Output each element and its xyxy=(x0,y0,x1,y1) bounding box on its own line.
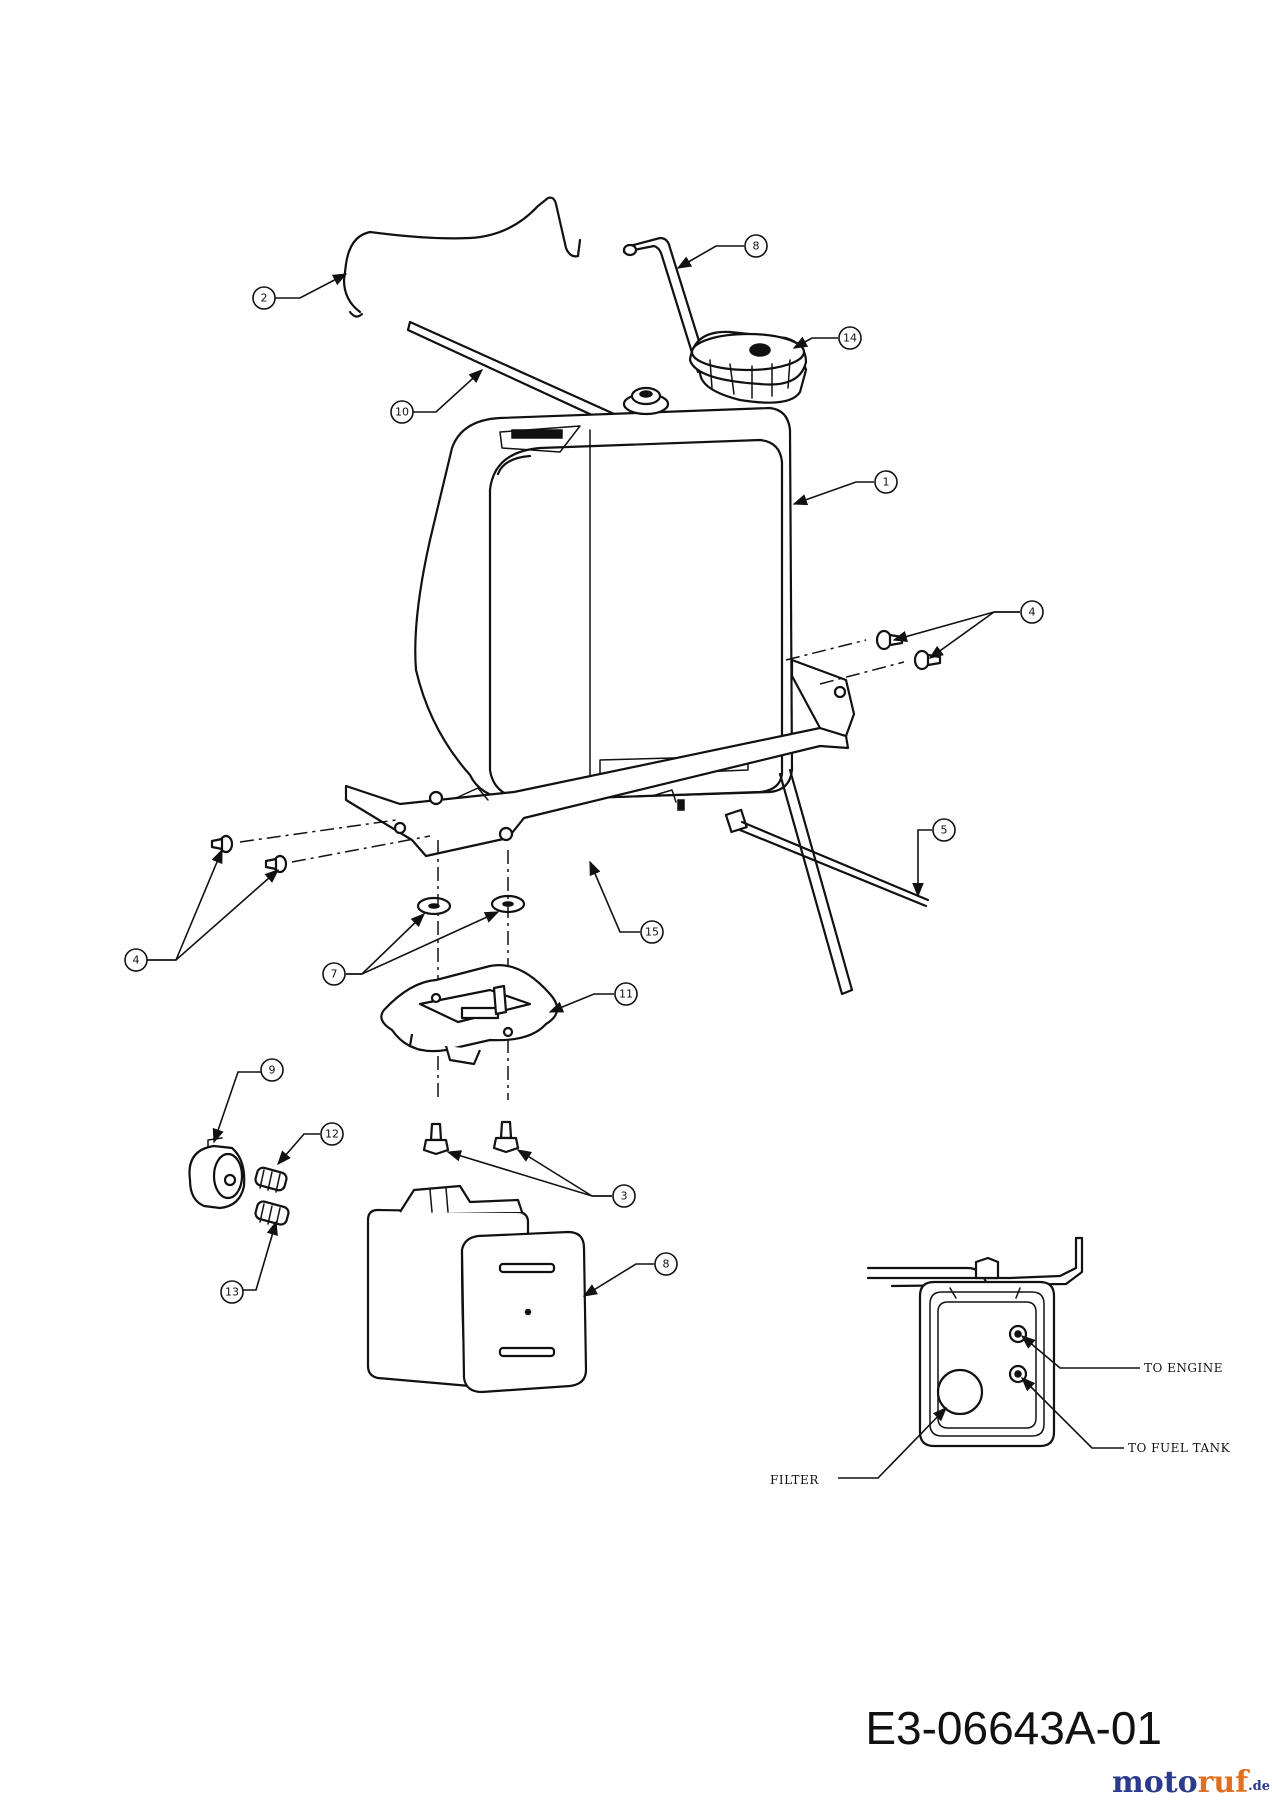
callout-part-12[interactable]: 12 xyxy=(320,1122,344,1146)
part-13-fitting xyxy=(254,1200,290,1227)
part-3-bolts xyxy=(422,1120,520,1156)
label-filter: FILTER xyxy=(770,1473,819,1487)
callout-part-13[interactable]: 13 xyxy=(220,1280,244,1304)
part-10-grommet xyxy=(188,1137,246,1210)
svg-text:15: 15 xyxy=(645,926,659,939)
callout-part-1[interactable]: 1 xyxy=(874,470,898,494)
callout-part-14[interactable]: 14 xyxy=(838,326,862,350)
leader-lines xyxy=(146,245,1020,1297)
part-9-fuel-filter xyxy=(366,1184,588,1394)
svg-text:11: 11 xyxy=(619,988,633,1001)
svg-text:3: 3 xyxy=(621,1190,628,1203)
svg-text:1: 1 xyxy=(883,476,890,489)
callout-part-4-right[interactable]: 4 xyxy=(1020,600,1044,624)
svg-text:4: 4 xyxy=(1029,606,1036,619)
part-14-fuel-cap xyxy=(688,330,808,404)
svg-text:9: 9 xyxy=(269,1064,276,1077)
callout-part-7[interactable]: 7 xyxy=(322,962,346,986)
inset-detail-filter: TO ENGINE TO FUEL TANK FILTER xyxy=(770,1236,1231,1487)
callout-part-3[interactable]: 3 xyxy=(612,1184,636,1208)
callout-part-9[interactable]: 8 xyxy=(654,1252,678,1276)
callout-part-5[interactable]: 5 xyxy=(932,818,956,842)
svg-text:12: 12 xyxy=(325,1128,339,1141)
part-2-wire-bracket xyxy=(342,196,582,318)
label-to-fuel-tank: TO FUEL TANK xyxy=(1128,1441,1231,1455)
part-8-fuel-line xyxy=(622,236,710,374)
svg-text:5: 5 xyxy=(941,824,948,837)
callout-part-10[interactable]: 9 xyxy=(260,1058,284,1082)
part-11-mounting-plate xyxy=(380,964,559,1066)
callout-part-2[interactable]: 2 xyxy=(252,286,276,310)
svg-text:motoruf.de: motoruf.de xyxy=(1112,1765,1270,1800)
callout-part-8[interactable]: 8 xyxy=(744,234,768,258)
svg-text:14: 14 xyxy=(843,332,857,345)
svg-text:7: 7 xyxy=(331,968,338,981)
svg-text:8: 8 xyxy=(663,1258,670,1271)
drawing-number: E3-06643A-01 xyxy=(865,1702,1162,1754)
svg-text:13: 13 xyxy=(225,1286,239,1299)
frame-leg xyxy=(778,768,854,996)
svg-text:8: 8 xyxy=(753,240,760,253)
callout-part-15[interactable]: 15 xyxy=(640,920,664,944)
part-12-fitting xyxy=(254,1166,288,1193)
svg-text:10: 10 xyxy=(395,406,409,419)
callout-part-11[interactable]: 11 xyxy=(614,982,638,1006)
part-5-cable-tie xyxy=(724,808,930,908)
callout-part-6[interactable]: 10 xyxy=(390,400,414,424)
label-to-engine: TO ENGINE xyxy=(1144,1361,1223,1375)
watermark-logo: motoruf.de xyxy=(1112,1765,1270,1800)
svg-text:4: 4 xyxy=(133,954,140,967)
svg-text:2: 2 xyxy=(261,292,268,305)
part-7-washers xyxy=(416,840,526,1100)
callout-part-4-left[interactable]: 4 xyxy=(124,948,148,972)
part-1-fuel-tank xyxy=(414,386,794,802)
